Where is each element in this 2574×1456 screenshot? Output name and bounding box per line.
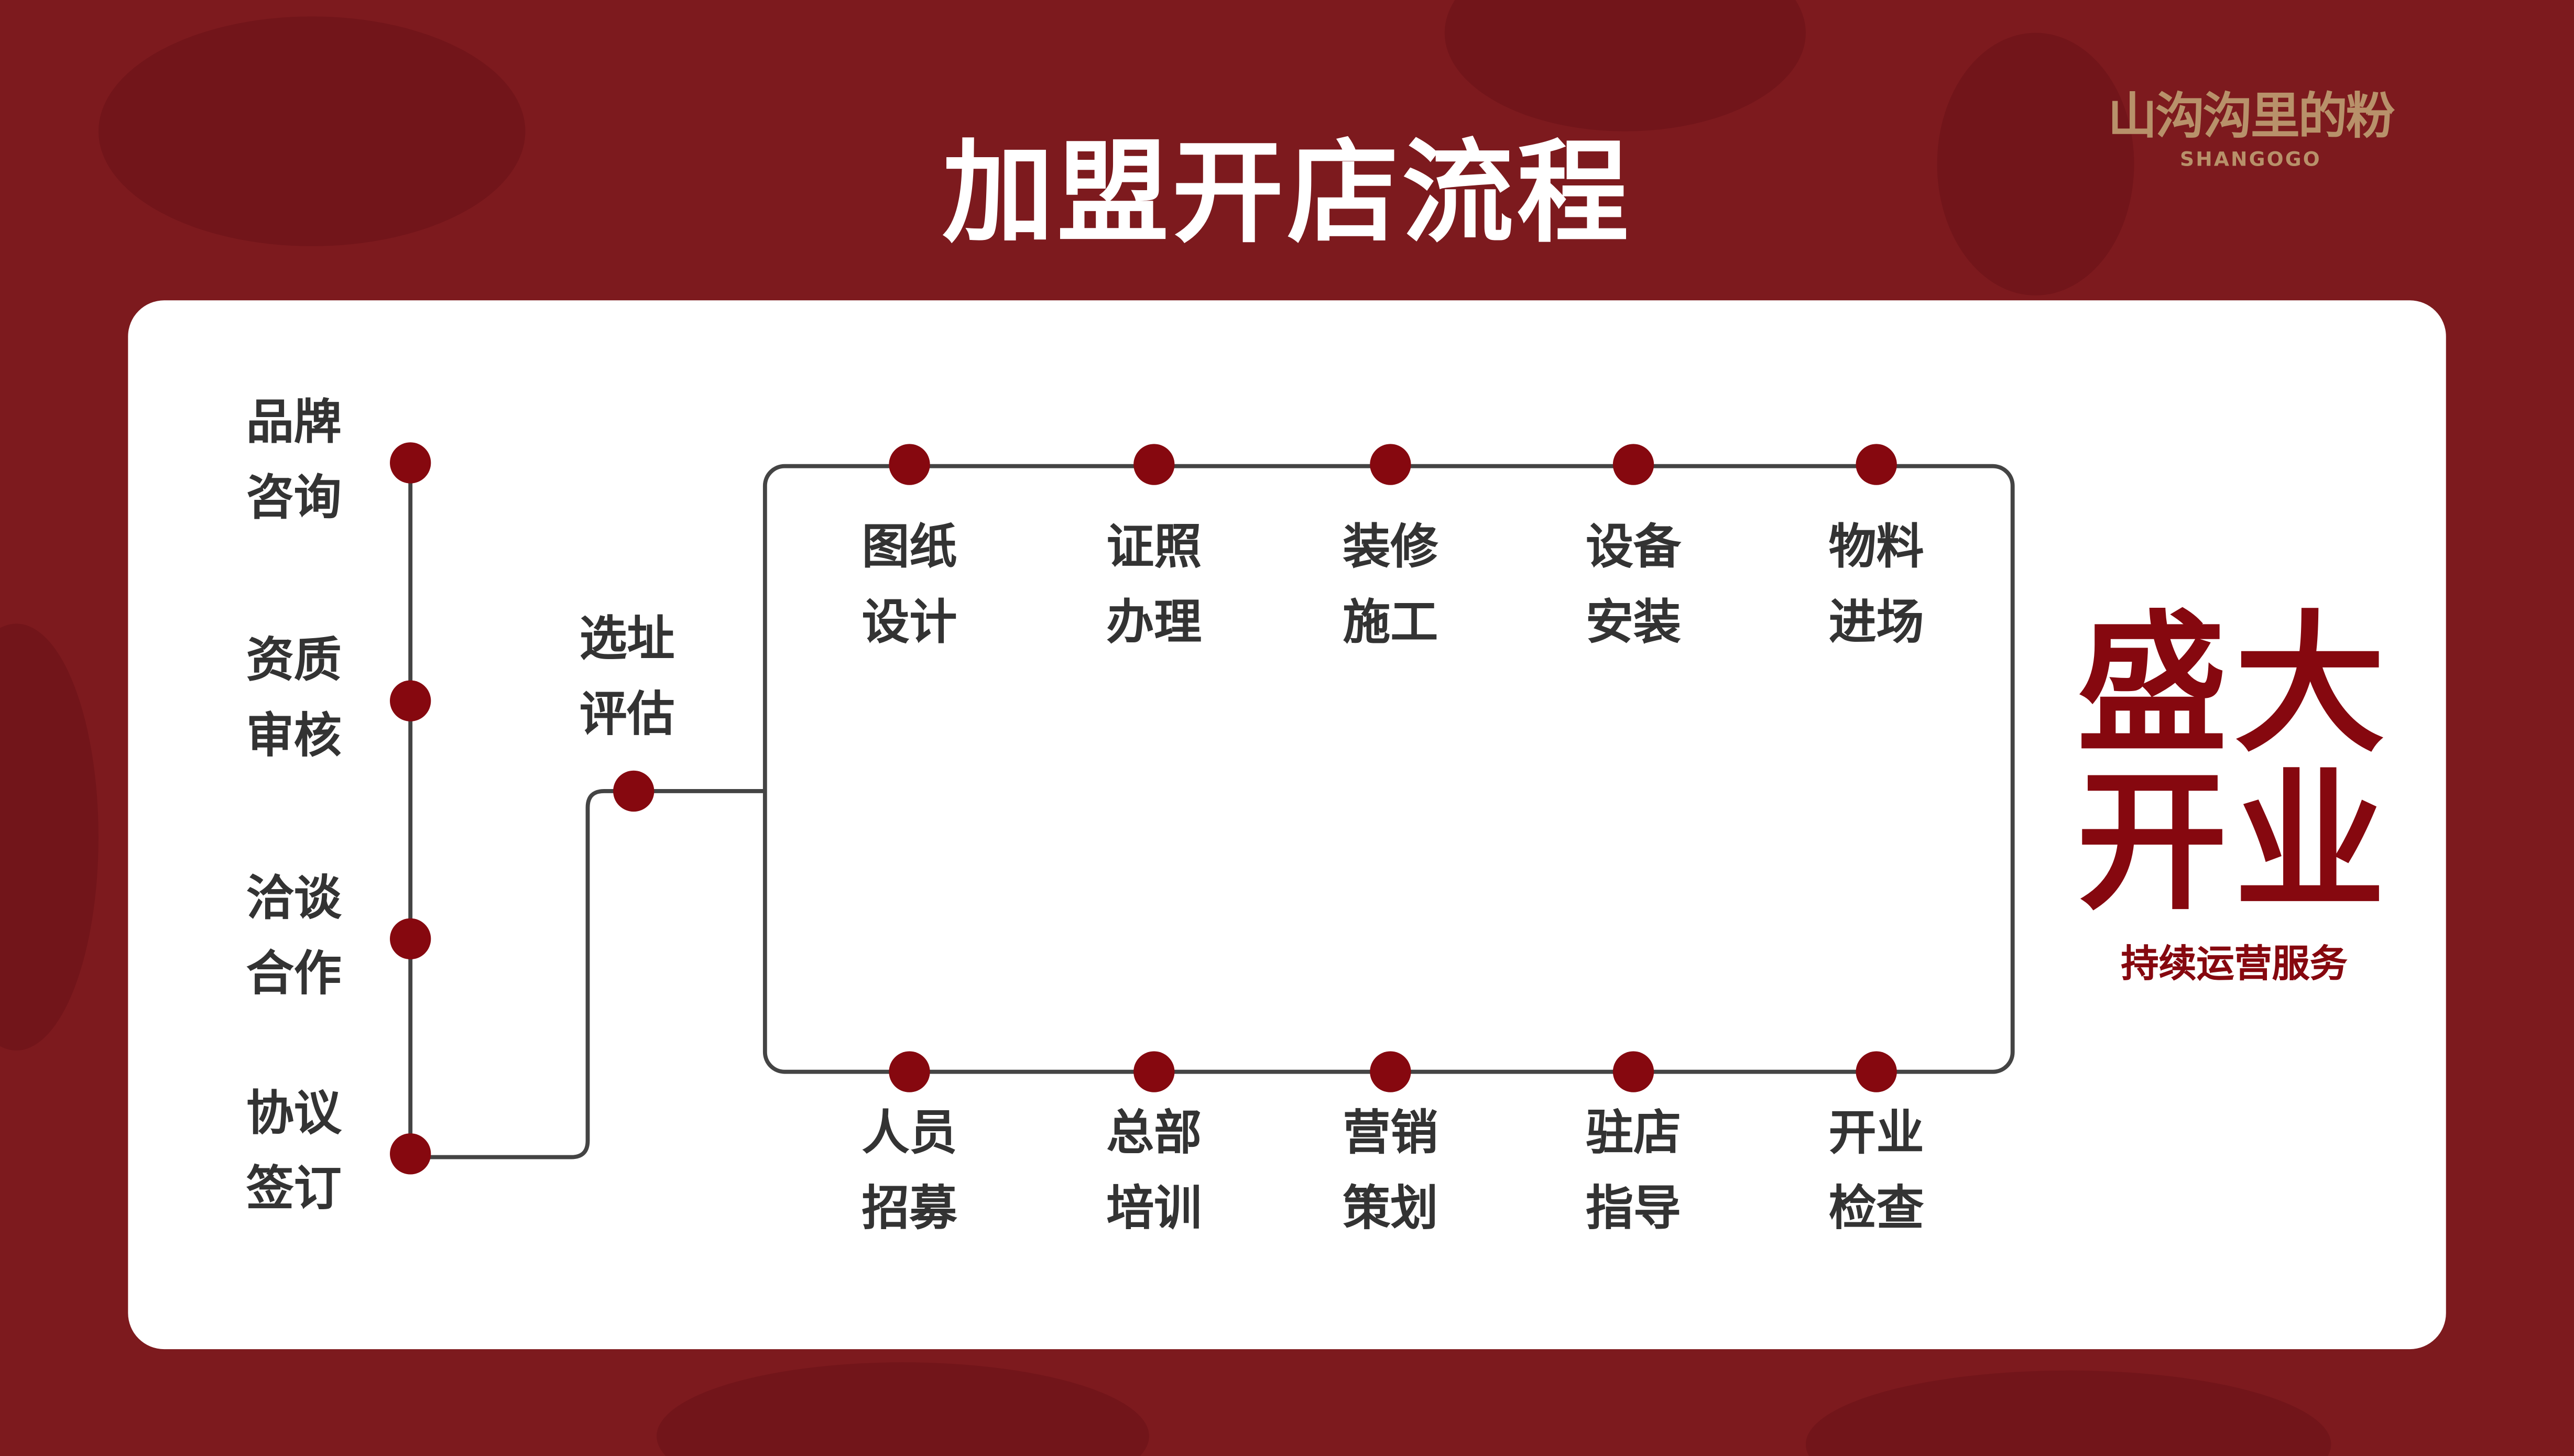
step-dot [1370,444,1411,485]
step-label-line: 办理 [1106,594,1202,650]
step-dot [390,918,431,960]
step-dot [1856,1051,1897,1092]
step-label-line: 协议 [246,1085,342,1141]
step-dot [889,1051,930,1092]
step-label-line: 证照 [1106,518,1202,575]
step-label: 图纸设计 [827,509,991,660]
step-label-line: 招募 [861,1180,957,1236]
step-label-line: 物料 [1828,518,1924,575]
step-dot [390,442,431,484]
logo-name: 山沟沟里的粉 [2108,89,2395,146]
step-dot [613,770,655,812]
step-label: 资质审核 [212,622,376,773]
background-decoration [98,16,526,246]
step-label: 设备安装 [1551,509,1715,660]
logo-english: SHANGOGO [2180,147,2321,171]
step-label-line: 图纸 [861,518,957,575]
step-label-line: 检查 [1828,1180,1924,1236]
step-label-line: 策划 [1343,1180,1438,1236]
step-label-line: 进场 [1828,594,1924,650]
step-label-line: 选址 [579,610,675,666]
step-label: 人员招募 [827,1095,991,1246]
step-label: 选址评估 [545,601,709,752]
flow-diagram [390,442,2015,1175]
step-dot [390,680,431,721]
background-decoration [657,1362,1149,1456]
background-decoration [1805,1370,2331,1456]
step-dot [1612,1051,1654,1092]
step-label-line: 培训 [1106,1180,1202,1236]
step-label-line: 装修 [1343,518,1438,575]
step-dot [1370,1051,1411,1092]
step-label-line: 品牌 [246,393,342,450]
step-label: 总部培训 [1072,1095,1236,1246]
middle-connector-line [410,789,765,1159]
finale-subtitle: 持续运营服务 [2121,944,2348,987]
step-label-line: 总部 [1106,1104,1202,1161]
finale-line-2: 开业 [2076,755,2392,931]
step-label-line: 洽谈 [246,870,342,926]
step-label-line: 咨询 [246,469,342,526]
page-title: 加盟开店流程 [942,129,1632,259]
step-label-line: 设备 [1586,518,1681,575]
step-label: 物料进场 [1794,509,1958,660]
step-label: 装修施工 [1308,509,1473,660]
step-label: 开业检查 [1794,1095,1958,1246]
step-label-line: 施工 [1343,594,1438,650]
step-label: 洽谈合作 [212,860,376,1011]
step-label: 驻店指导 [1551,1095,1715,1246]
step-label: 品牌咨询 [212,384,376,535]
process-card: 品牌咨询资质审核洽谈合作协议签订选址评估图纸设计证照办理装修施工设备安装物料进场… [128,300,2446,1350]
grand-opening-title: 盛大 开业 [2060,607,2408,922]
step-label: 证照办理 [1072,509,1236,660]
step-label-line: 资质 [246,632,342,688]
step-label-line: 合作 [246,945,342,1001]
step-dot [1133,444,1175,485]
step-dot [1133,1051,1175,1092]
step-label-line: 审核 [246,707,342,763]
step-label-line: 指导 [1586,1180,1681,1236]
step-label-line: 驻店 [1586,1104,1681,1161]
step-label-line: 设计 [861,594,957,650]
finale-line-1: 盛大 [2076,597,2392,773]
step-dot [1856,444,1897,485]
step-label-line: 评估 [579,686,675,742]
step-label-line: 签订 [246,1160,342,1217]
step-label: 协议签订 [212,1075,376,1226]
step-label-line: 营销 [1343,1104,1438,1161]
step-label-line: 开业 [1828,1104,1924,1161]
step-dot [390,1133,431,1175]
background-decoration [0,623,99,1050]
step-dot [1612,444,1654,485]
step-label-line: 人员 [861,1104,957,1161]
background-decoration [1937,32,2134,295]
step-label: 营销策划 [1308,1095,1473,1246]
step-dot [889,444,930,485]
brand-logo: 山沟沟里的粉 SHANGOGO [2065,89,2436,171]
step-label-line: 安装 [1586,594,1681,650]
